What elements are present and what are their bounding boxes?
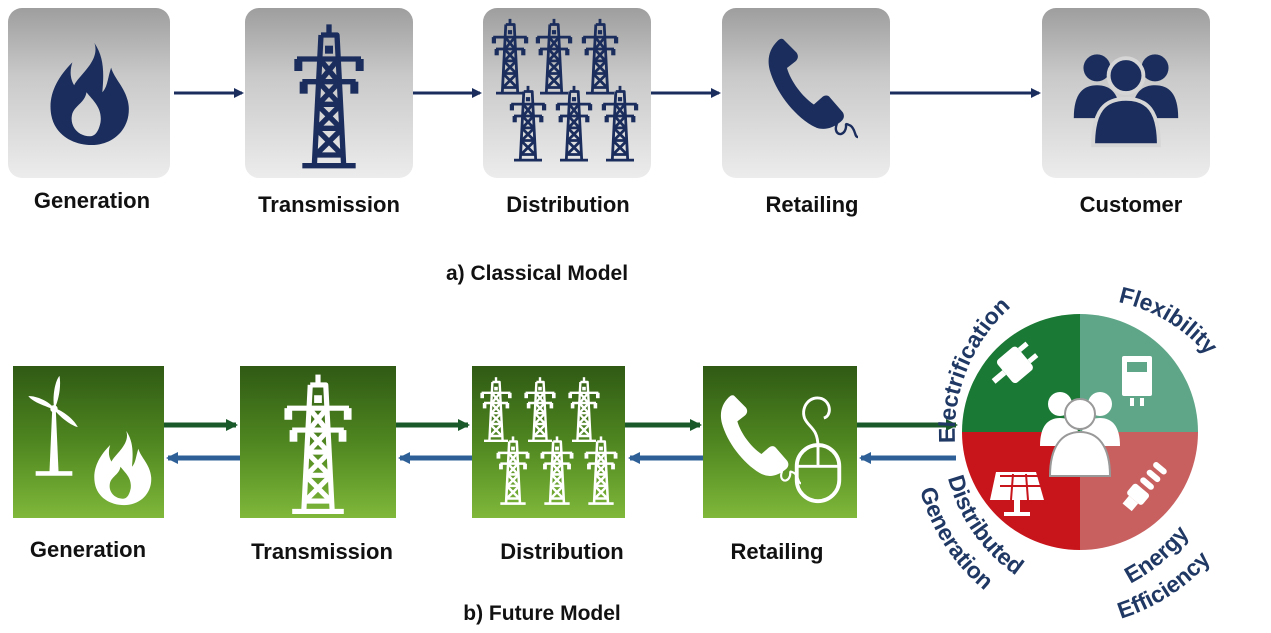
future-label-distribution: Distribution — [500, 539, 624, 564]
future-caption: b) Future Model — [463, 602, 621, 625]
classical-label-transmission: Transmission — [258, 192, 400, 217]
classical-distribution-tile — [483, 8, 651, 178]
classical-label-generation: Generation — [33, 188, 151, 213]
solar-panel-icon — [990, 472, 1044, 516]
classical-label-customer: Customer — [1079, 192, 1183, 217]
classical-label-distribution: Distribution — [506, 192, 630, 217]
classical-transmission-tile — [245, 8, 413, 178]
future-label-retailing: Retailing — [730, 539, 824, 564]
light-bulb-icon — [1122, 462, 1167, 512]
future-label-generation: Generation — [29, 537, 147, 562]
future-transmission-tile — [240, 366, 396, 518]
plug-icon — [991, 341, 1039, 384]
classical-retailing-tile — [722, 8, 890, 178]
smart-meter-icon — [1122, 356, 1152, 406]
future-distribution-tile — [472, 366, 625, 518]
future-label-transmission: Transmission — [251, 539, 393, 564]
classical-generation-tile — [8, 8, 170, 178]
future-flow-arrows — [164, 419, 958, 464]
classical-label-retailing: Retailing — [765, 192, 859, 217]
classical-customer-tile — [1042, 8, 1210, 178]
customers-icon — [1040, 392, 1120, 477]
future-retailing-tile — [703, 366, 857, 518]
classical-caption: a) Classical Model — [445, 262, 629, 285]
future-generation-tile — [13, 366, 164, 518]
